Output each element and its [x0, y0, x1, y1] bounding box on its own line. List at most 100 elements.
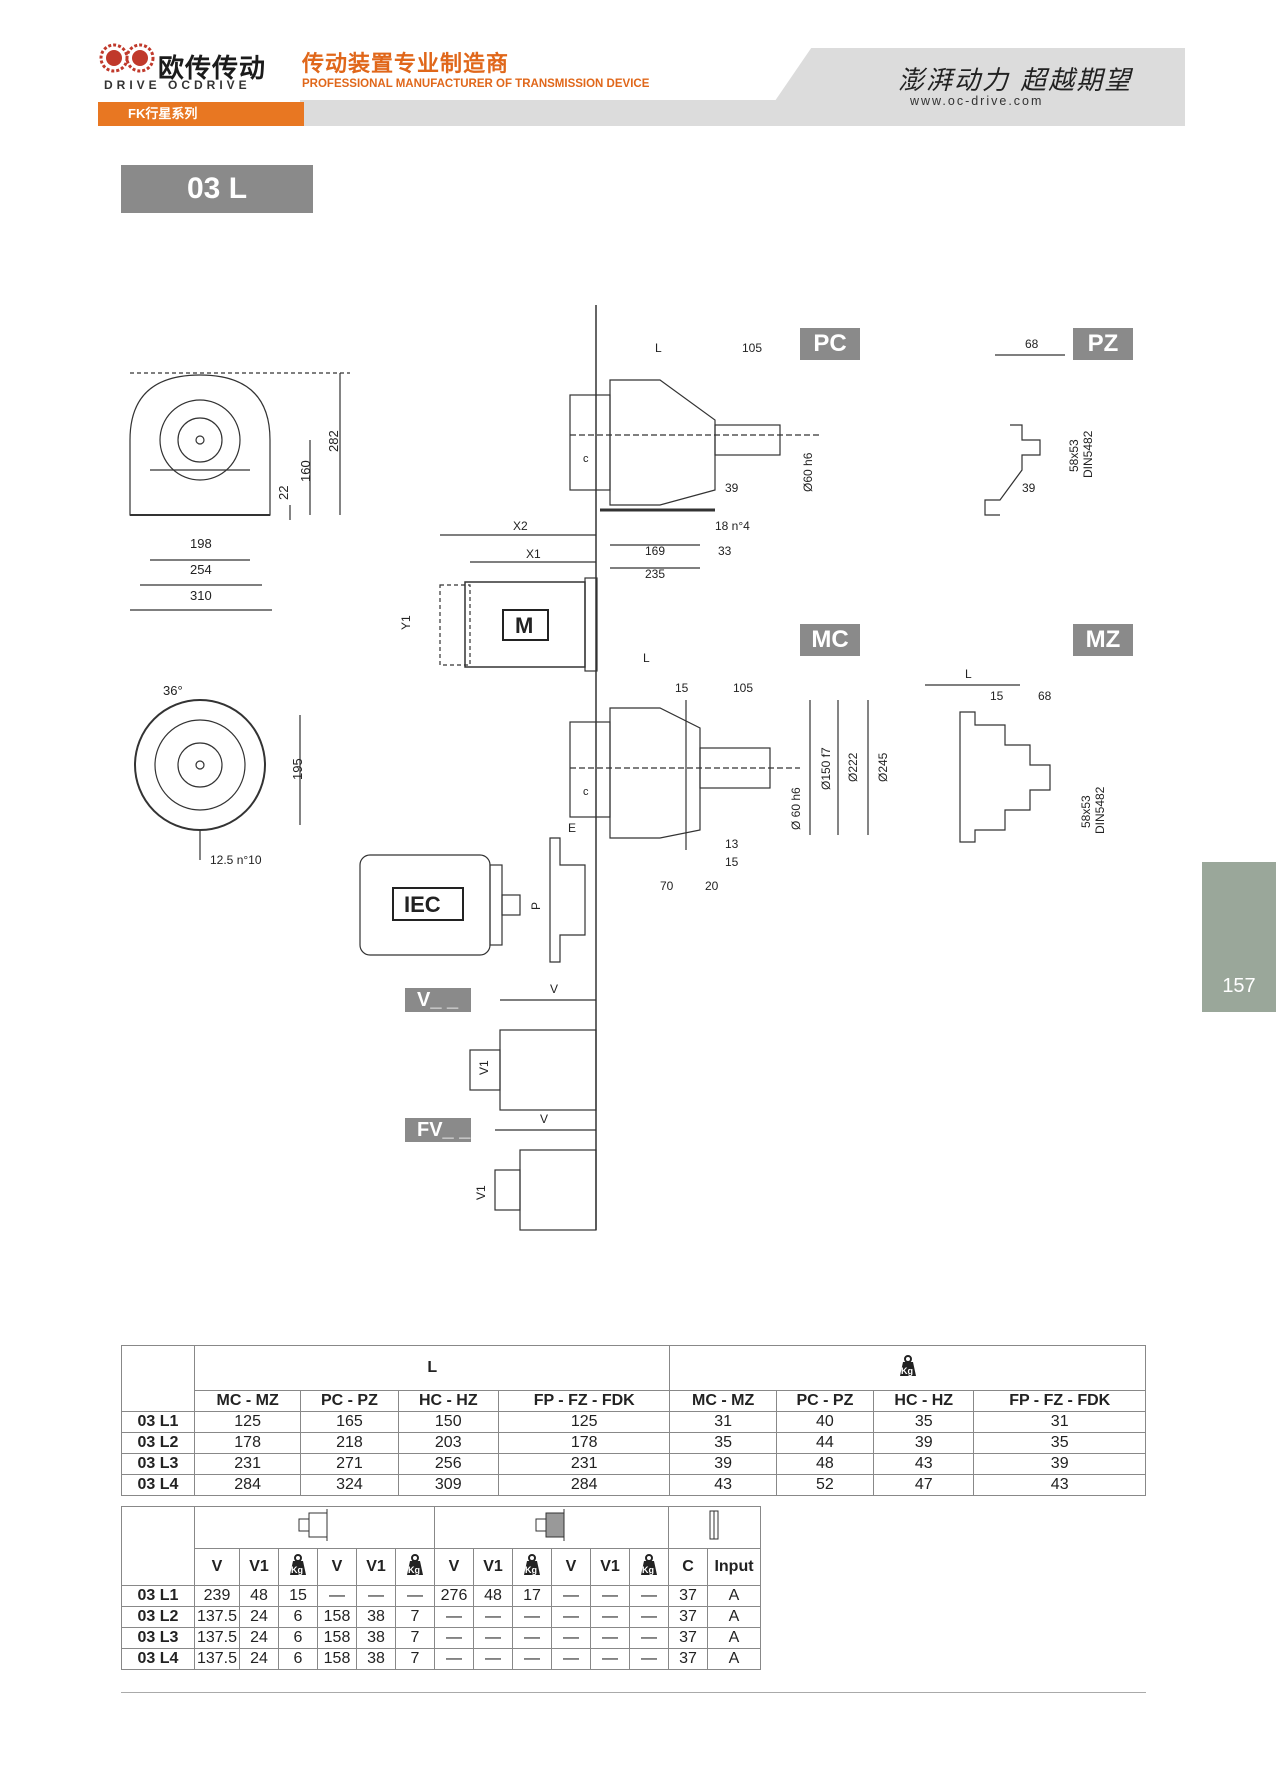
dim-X2: X2 [513, 519, 528, 533]
dim-58x53-mz: 58x53 [1079, 795, 1093, 828]
table-cell: — [473, 1627, 513, 1649]
table-cell: 150 [397, 1411, 499, 1433]
pc-label: PC [800, 328, 860, 360]
col-header: FP - FZ - FDK [973, 1390, 1146, 1412]
table-cell: 37 [668, 1627, 708, 1649]
table-cell: 6 [278, 1648, 318, 1670]
table-cell: 324 [300, 1474, 399, 1496]
col-header: V [317, 1548, 357, 1586]
table-cell: 39 [973, 1453, 1146, 1475]
motor-m-label: M [515, 613, 533, 638]
table-cell: — [434, 1648, 474, 1670]
page-number: 157 [1222, 975, 1256, 997]
dim-P: P [529, 902, 543, 910]
table-cell: 165 [300, 1411, 399, 1433]
table-cell: 48 [473, 1585, 513, 1607]
table1-column-headers: MC - MZ PC - PZ HC - HZ FP - FZ - FDK MC… [122, 1390, 1146, 1412]
table-cell: — [434, 1606, 474, 1628]
iec-label: IEC [404, 892, 441, 917]
row-label: 03 L4 [121, 1474, 195, 1496]
table-cell: — [512, 1648, 552, 1670]
table-cell: 31 [669, 1411, 777, 1433]
table-cell: 35 [973, 1432, 1146, 1454]
table-cell: — [356, 1585, 396, 1607]
table-cell: 158 [317, 1648, 357, 1670]
footer-divider [121, 1692, 1146, 1693]
table-cell: — [551, 1627, 591, 1649]
iec-badge [392, 887, 464, 921]
table-cell: 43 [873, 1453, 975, 1475]
corner-cell [121, 1506, 195, 1586]
col-header: MC - MZ [669, 1390, 777, 1412]
dim-V1-v: V1 [477, 1060, 491, 1075]
dim-33: 33 [718, 544, 732, 558]
table-cell: 47 [873, 1474, 975, 1496]
dim-169: 169 [645, 544, 665, 558]
kg-text: Kg [642, 1565, 654, 1575]
dim-15-mc: 15 [675, 681, 689, 695]
table-cell: 284 [497, 1474, 671, 1496]
table-cell: 39 [873, 1432, 975, 1454]
dim-L-mc: L [643, 651, 650, 665]
dim-198: 198 [190, 536, 212, 551]
table-cell: 231 [497, 1453, 671, 1475]
dim-60h6-pc: Ø60 h6 [801, 452, 815, 492]
table-cell: — [434, 1627, 474, 1649]
dim-245: Ø245 [876, 752, 890, 782]
table-cell: 31 [973, 1411, 1146, 1433]
slogan: 澎湃动力 超越期望 [898, 66, 1133, 96]
dim-L-mz: L [965, 667, 972, 681]
flange-icon [709, 1510, 718, 1540]
dim-13: 13 [725, 837, 739, 851]
dim-c-mc: c [583, 786, 589, 798]
dim-V-fv: V [540, 1112, 548, 1126]
row-label: 03 L2 [121, 1432, 195, 1454]
table-cell: 17 [512, 1585, 552, 1607]
table-cell: A [707, 1648, 761, 1670]
table-cell: 43 [973, 1474, 1146, 1496]
col-header: Input [707, 1548, 761, 1586]
model-title: 03 L [121, 165, 313, 213]
row-label: 03 L1 [121, 1411, 195, 1433]
flange-view [134, 699, 301, 860]
pc-gearbox [569, 379, 820, 512]
row-label: 03 L3 [121, 1627, 195, 1649]
iec-motor [359, 837, 586, 963]
table-cell: 52 [775, 1474, 875, 1496]
dim-E: E [568, 821, 576, 835]
weight-icon: Kg [290, 1553, 306, 1575]
table-cell: 203 [397, 1432, 499, 1454]
col-header: HC - HZ [397, 1390, 499, 1412]
dim-X1: X1 [526, 547, 541, 561]
pz-part [984, 354, 1065, 516]
table-cell: 15 [278, 1585, 318, 1607]
motor-m-badge [502, 609, 549, 641]
dim-160: 160 [298, 460, 313, 482]
row-label: 03 L3 [121, 1453, 195, 1475]
table-cell: 43 [669, 1474, 777, 1496]
table-cell: — [629, 1648, 669, 1670]
dim-39-pc: 39 [725, 481, 739, 495]
table-cell: 38 [356, 1627, 396, 1649]
col-header: V [434, 1548, 474, 1586]
table-cell: 231 [193, 1453, 302, 1475]
corner-cell [121, 1345, 195, 1412]
table-cell: 35 [873, 1411, 975, 1433]
col-header: V1 [590, 1548, 630, 1586]
table-cell: — [551, 1585, 591, 1607]
v-adapter [469, 999, 597, 1111]
dim-195: 195 [290, 758, 305, 780]
table-cell: — [512, 1627, 552, 1649]
table-cell: — [629, 1606, 669, 1628]
weight-icon: Kg [524, 1553, 540, 1575]
dim-din-pz: DIN5482 [1081, 430, 1095, 478]
table-cell: 6 [278, 1627, 318, 1649]
table-cell: 44 [775, 1432, 875, 1454]
table-cell: 256 [397, 1453, 499, 1475]
table-cell: — [317, 1585, 357, 1607]
